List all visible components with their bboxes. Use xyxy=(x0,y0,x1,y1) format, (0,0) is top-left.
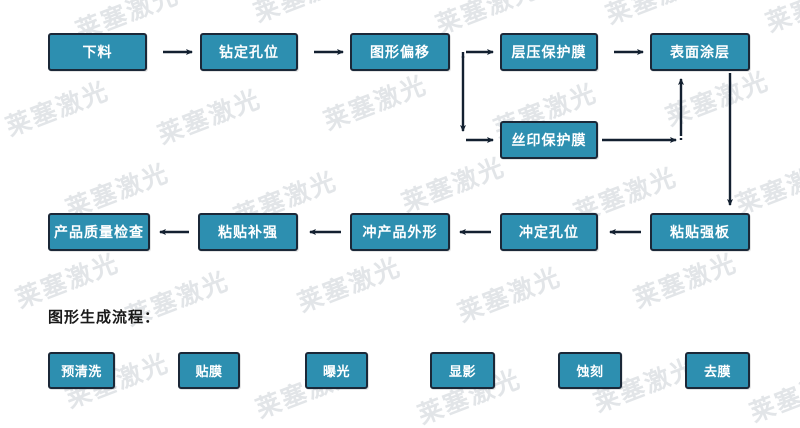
flow-node-p1[interactable]: 预清洗 xyxy=(48,352,115,389)
flow-node-p4[interactable]: 显影 xyxy=(430,352,495,389)
flow-node-n10[interactable]: 粘贴补强 xyxy=(198,213,298,251)
flow-node-p5[interactable]: 蚀刻 xyxy=(558,352,622,389)
flow-node-p2[interactable]: 贴膜 xyxy=(178,352,240,389)
flow-node-n4[interactable]: 层压保护膜 xyxy=(500,33,598,71)
flow-node-n1[interactable]: 下料 xyxy=(48,33,147,71)
flow-node-n8[interactable]: 冲定孔位 xyxy=(500,213,598,251)
flow-node-n6[interactable]: 丝印保护膜 xyxy=(500,121,598,159)
pattern-flow-heading: 图形生成流程： xyxy=(48,308,161,326)
flow-node-n2[interactable]: 钻定孔位 xyxy=(200,33,298,71)
flow-node-p3[interactable]: 曝光 xyxy=(305,352,368,389)
flow-node-n7[interactable]: 粘贴强板 xyxy=(650,213,750,251)
flow-node-n3[interactable]: 图形偏移 xyxy=(350,33,450,71)
flow-node-n5[interactable]: 表面涂层 xyxy=(650,33,750,71)
flow-node-p6[interactable]: 去膜 xyxy=(685,352,750,389)
flow-node-n9[interactable]: 冲产品外形 xyxy=(350,213,450,251)
flow-node-n11[interactable]: 产品质量检查 xyxy=(48,213,150,251)
